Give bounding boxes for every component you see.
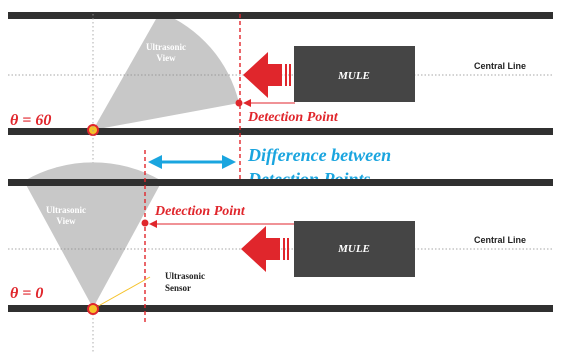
top-rail-lower xyxy=(8,128,553,135)
ultrasonic-view-cone-top xyxy=(93,12,239,130)
top-rail-upper xyxy=(8,12,553,19)
difference-arrow xyxy=(148,155,236,169)
motion-arrow-bottom xyxy=(241,226,289,272)
detection-label-bottom: Detection Point xyxy=(154,204,246,219)
angle-label-bottom: θ = 0 xyxy=(10,285,43,302)
motion-arrow-top xyxy=(243,52,291,98)
mule-label-bottom: MULE xyxy=(337,243,370,255)
central-line-label-bottom: Central Line xyxy=(474,235,526,245)
ultrasonic-sensor-bottom xyxy=(87,303,99,315)
detection-label-top: Detection Point xyxy=(247,110,339,125)
ultrasonic-view-cone-bottom xyxy=(24,162,162,308)
bottom-rail-upper xyxy=(8,179,553,186)
bottom-rail-lower xyxy=(8,305,553,312)
mule-box-bottom xyxy=(294,221,415,277)
detection-point-top xyxy=(235,99,243,107)
detection-point-bottom xyxy=(141,219,149,227)
central-line-label-top: Central Line xyxy=(474,61,526,71)
sensor-leader-line xyxy=(92,276,151,310)
mule-box-top xyxy=(294,46,415,102)
angle-label-top: θ = 60 xyxy=(10,112,51,129)
mule-label-top: MULE xyxy=(337,70,370,82)
